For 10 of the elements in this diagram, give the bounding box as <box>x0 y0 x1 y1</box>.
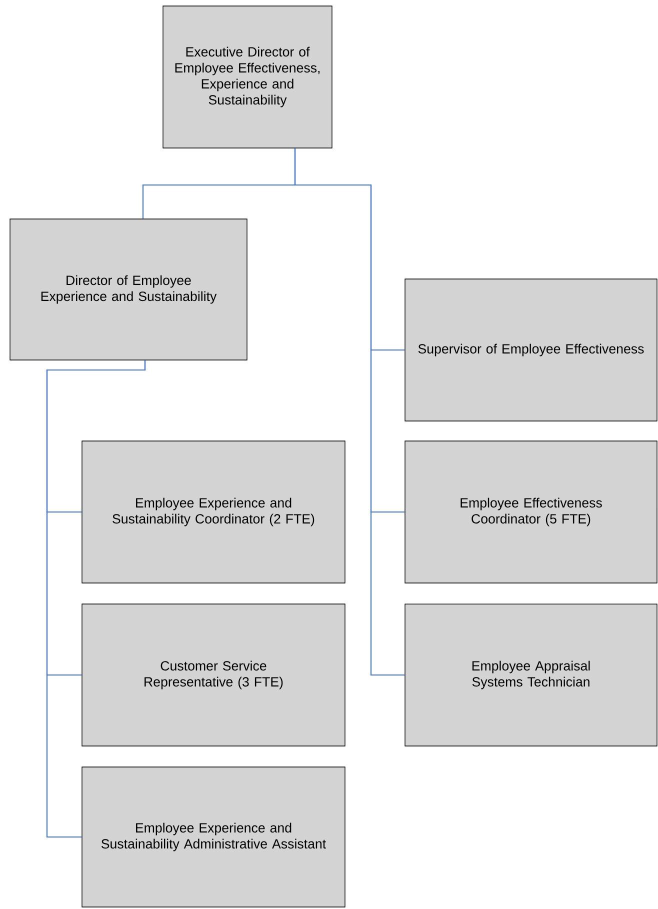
connector-line <box>294 148 405 676</box>
position-box: Customer Service Representative (3 FTE) <box>82 604 346 746</box>
position-box: Executive Director of Employee Effectiveness, Experience and Sustainability <box>162 6 332 148</box>
position-box: Employee Effectiveness Coordinator (5 FTE) <box>404 440 658 584</box>
position-box: Director of Employee Experience and Sustainability <box>10 218 248 360</box>
position-box: Supervisor of Employee Effectiveness <box>404 278 658 422</box>
position-box: Employee Experience and Sustainability Coordinator (2 FTE) <box>82 440 346 584</box>
connector-line <box>46 360 146 838</box>
position-box: Employee Experience and Sustainability Administrative Assistant <box>82 766 346 908</box>
position-box: Employee Appraisal Systems Technician <box>404 604 658 746</box>
